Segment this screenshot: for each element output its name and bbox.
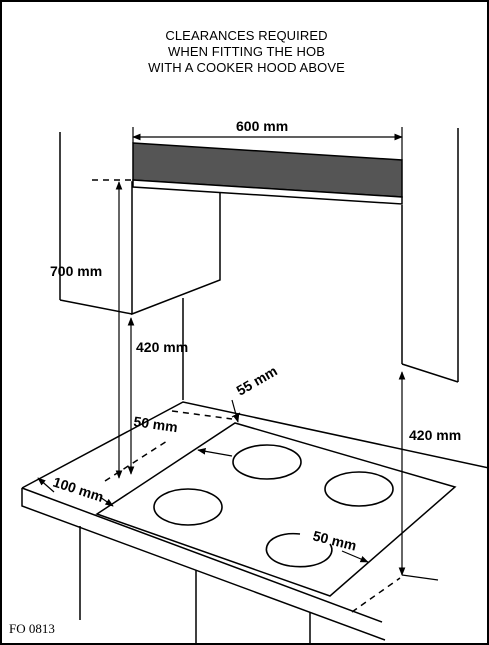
base-cabinets — [79, 526, 311, 645]
cooker-hood — [132, 142, 403, 205]
label-420mm-right: 420 mm — [409, 427, 461, 443]
dimension-lines — [37, 127, 439, 581]
label-420mm-left: 420 mm — [136, 339, 188, 355]
label-700mm: 700 mm — [50, 263, 102, 279]
label-55mm: 55 mm — [234, 363, 280, 399]
burner-rear-right — [324, 471, 394, 507]
title-line-2: WHEN FITTING THE HOB — [167, 44, 326, 59]
title-line-1: CLEARANCES REQUIRED — [165, 28, 328, 43]
burner-rear-left — [232, 444, 302, 480]
right-wall — [401, 128, 459, 383]
hob-burners — [153, 444, 394, 568]
hob — [95, 422, 457, 597]
burner-front-left — [153, 488, 223, 526]
wall-cabinet — [131, 181, 221, 400]
left-wall — [59, 132, 133, 315]
figure-reference: FO 0813 — [9, 621, 55, 636]
label-50mm-left: 50 mm — [133, 413, 179, 435]
dashed-guides — [92, 179, 401, 613]
diagram-title: CLEARANCES REQUIRED WHEN FITTING THE HOB… — [2, 28, 489, 76]
burner-front-right — [265, 532, 333, 568]
label-600mm: 600 mm — [236, 118, 288, 134]
title-line-3: WITH A COOKER HOOD ABOVE — [148, 60, 345, 75]
